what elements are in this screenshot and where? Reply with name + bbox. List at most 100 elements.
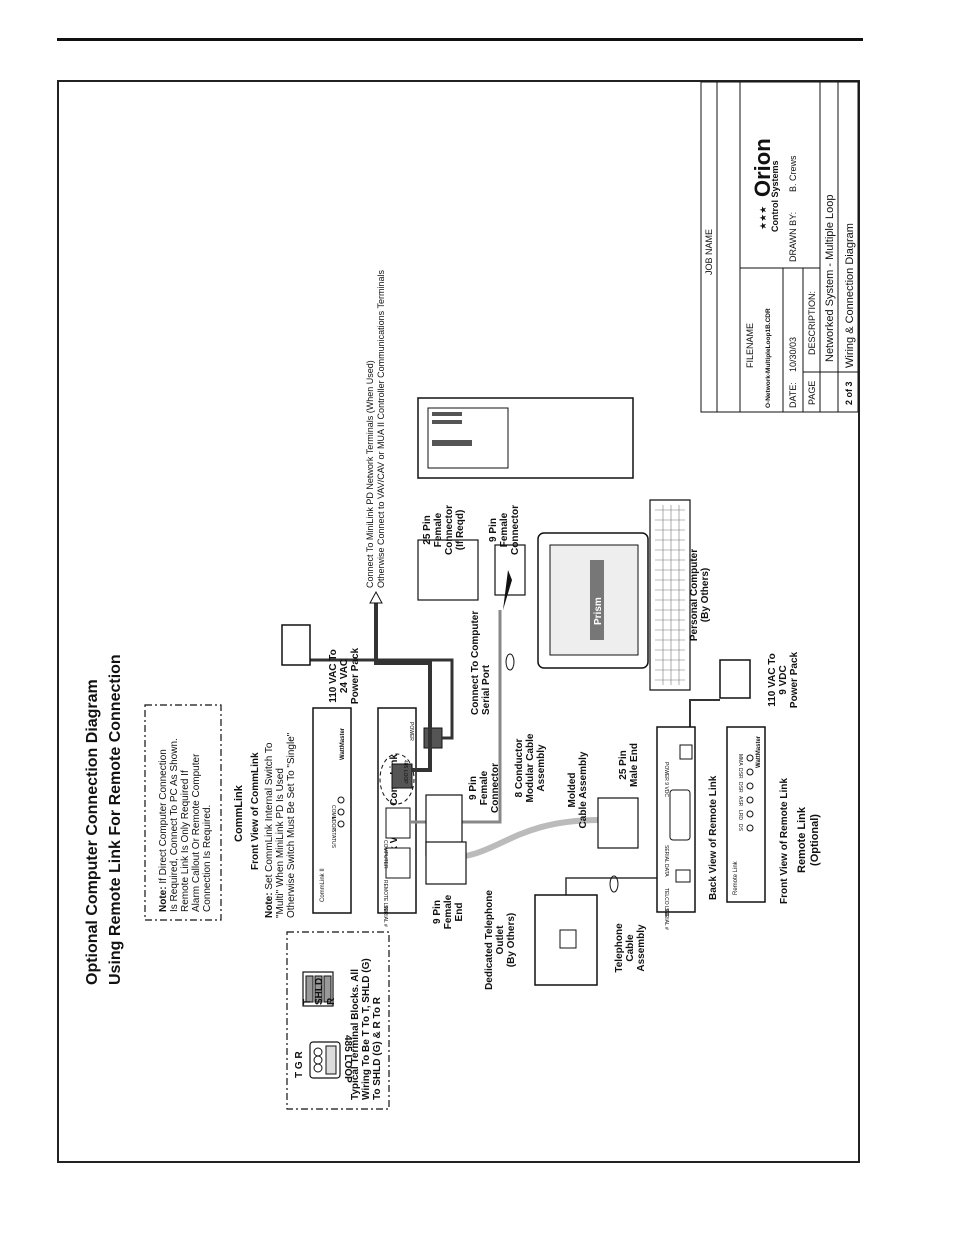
commlink-name-group: CommLink: [233, 784, 245, 842]
remote-link-name: Remote Link (Optional): [796, 806, 821, 873]
pin9-female-end-label: 9 Pin Female End: [432, 894, 465, 929]
commlink-note: Note: Set CommLink Internal Switch To "M…: [264, 732, 297, 918]
pin9-female-end-line-1: 9 Pin: [432, 900, 443, 924]
drawing-frame: [57, 80, 860, 1163]
loop-wiring-arrow: [369, 590, 383, 604]
commlink-model-text: CommLink II: [320, 868, 326, 902]
description-line-2-group: Wiring & Connection Diagram: [844, 223, 856, 368]
modular-cable-line-2: Modular Cable: [525, 733, 536, 802]
nine-pin-female-end: [425, 841, 467, 885]
commlink-led-label-comm-group: COMM: [330, 805, 336, 821]
commlink-front-brand: WattMaster: [340, 727, 346, 760]
loop-wiring-cable: [374, 603, 432, 772]
remote-link-led-label-6-group: DS: [737, 824, 743, 832]
description-line-2: Wiring & Connection Diagram: [844, 223, 856, 368]
pin25-female-line-2: Female: [433, 512, 444, 547]
remote-link-port-telco-group: TELCO LINE: [663, 888, 669, 918]
telephone-cable-marker: [609, 875, 619, 893]
connect-note-line-2: Otherwise Connect to VAV/CAV or MUA II C…: [376, 270, 386, 588]
remote-link-front-label-group: Front View of Remote Link: [779, 778, 790, 904]
pin9-female-conn-line-2: Female: [479, 770, 490, 805]
remote-link-name-line-1: Remote Link: [796, 806, 808, 873]
computer-label-line-1: Personal Computer: [689, 549, 700, 641]
remote-link-model-text: Remote Link: [733, 860, 739, 895]
diagram-title: Optional Computer Connection Diagram Usi…: [84, 654, 124, 985]
svg-text:Note: Set CommLink Internal Sw: Note: Set CommLink Internal Switch To: [264, 742, 275, 918]
pin9-female-conn-label: 9 Pin Female Connector: [468, 763, 501, 813]
commlink-port-power-group: POWER: [408, 722, 414, 741]
terminal-pin-r: [323, 975, 332, 1003]
note-box-text: Note: If Direct Computer Connection Is R…: [158, 738, 213, 912]
commlink-front-panel: [312, 707, 352, 914]
modular-cable-line-3: Assembly: [536, 744, 547, 792]
commlink-led-label-status-group: STATUS: [330, 829, 336, 849]
power-pack-24-line-1: 110 VAC To: [328, 649, 339, 703]
telephone-cable-label: Telephone Cable Assembly: [614, 923, 647, 973]
pin9-female-pc-label: 9 Pin Female Connector: [488, 505, 521, 555]
block-letter-shld: SHLD: [314, 978, 325, 1005]
note-line-1: If Direct Computer Connection: [158, 749, 169, 886]
orion-logo-text-group: Orion: [750, 138, 775, 197]
commlink-port-loop-group: 485 LOOP: [402, 760, 408, 784]
pin9-female-conn-line-1: 9 Pin: [468, 776, 479, 800]
terminal-block-callout-circle: [379, 753, 415, 805]
pin25-female-line-4: (If Reqd): [455, 510, 466, 551]
power-pack-24-line-3: Power Pack: [350, 647, 361, 704]
commlink-note-line-1: Set CommLink Internal Switch To: [264, 742, 275, 892]
computer-tower-drive-bays: [427, 407, 509, 469]
commlink-led-label-status: STATUS: [330, 829, 336, 849]
remote-link-serial-port: [669, 789, 691, 841]
page-label: PAGE: [807, 381, 817, 405]
orion-logo: ★★★ Orion Control Systems: [750, 138, 780, 232]
loop-terminal-letters: T G R: [294, 1051, 305, 1078]
pin25-male-label: 25 Pin Male End: [618, 743, 640, 787]
block-letters-group: T: [302, 999, 313, 1005]
remote-link-brand: WattMaster: [756, 735, 762, 768]
svg-text:Note: If Direct Computer Conne: Note: If Direct Computer Connection: [158, 749, 169, 912]
loop-terminal-letters-group: T G R: [294, 1051, 305, 1078]
pin25-female-line-3: Connector: [444, 505, 455, 555]
commlink-note-line-2: "Multi" When MiniLink PD Is Used: [275, 768, 286, 918]
commlink-front-brand-group: WattMaster: [340, 727, 346, 760]
loop-terminal-plug: [325, 1045, 337, 1075]
commlink-front-label-group: Front View of CommLink: [250, 752, 261, 870]
filename-label-group: FILENAME: [745, 323, 755, 368]
drive-bay-1: [432, 412, 462, 416]
remote-link-led-label-5-group: LRD: [737, 810, 743, 820]
title-block: [700, 81, 859, 413]
commlink-led-label-loop-group: LOOP: [330, 817, 336, 832]
commlink-led-label-loop: LOOP: [330, 817, 336, 832]
power-pack-cable: [300, 658, 454, 740]
remote-link-serial-number: SERIAL #: [663, 908, 669, 930]
remote-link-led-3: [746, 782, 754, 790]
remote-link-serial-number-group: SERIAL #: [663, 908, 669, 930]
remote-link-power-jack: [679, 744, 693, 760]
remote-link-name-line-2: (Optional): [809, 814, 821, 866]
page-value-group: 2 of 3: [844, 381, 854, 405]
block-letter-r-group: R: [326, 997, 337, 1005]
note-line-3: Remote Link Is Only Required If: [180, 770, 191, 912]
remote-link-port-serial-group: SERIAL DATA: [663, 845, 669, 877]
remote-link-led-1: [746, 754, 754, 762]
modular-cable-label: 8 Conductor Modular Cable Assembly: [514, 733, 547, 802]
commlink-port-computer-group: COMPUTER: [382, 840, 388, 869]
remote-link-led-label-4: ASR: [737, 796, 743, 807]
computer-label-line-2: (By Others): [700, 568, 711, 622]
commlink-port-remote-label: REMOTE LINK: [382, 880, 388, 915]
description-line-1: Networked System - Multiple Loop: [824, 194, 836, 362]
note-line-5: Connection Is Required.: [202, 805, 213, 912]
molded-cable-label: Molded Cable Assembly: [567, 751, 589, 828]
commlink-serial-group: SERIAL #: [382, 905, 388, 927]
telephone-outlet-line-2: Outlet: [495, 925, 506, 955]
remote-link-led-5: [746, 810, 754, 818]
commlink-note-prefix: Note:: [264, 892, 275, 918]
terminal-caption-line-3: To SHLD (G) & R To R: [372, 996, 383, 1100]
commlink-computer-port: [385, 807, 411, 839]
orion-logo-sub: Control Systems: [770, 160, 780, 232]
filename-label: FILENAME: [745, 323, 755, 368]
remote-link-port-serial: SERIAL DATA: [663, 845, 669, 877]
title-line-2: Using Remote Link For Remote Connection: [107, 654, 124, 985]
commlink-led-comm: [337, 796, 345, 804]
commlink-serial-label: SERIAL #: [382, 905, 388, 927]
remote-link-front-panel: [726, 726, 766, 903]
